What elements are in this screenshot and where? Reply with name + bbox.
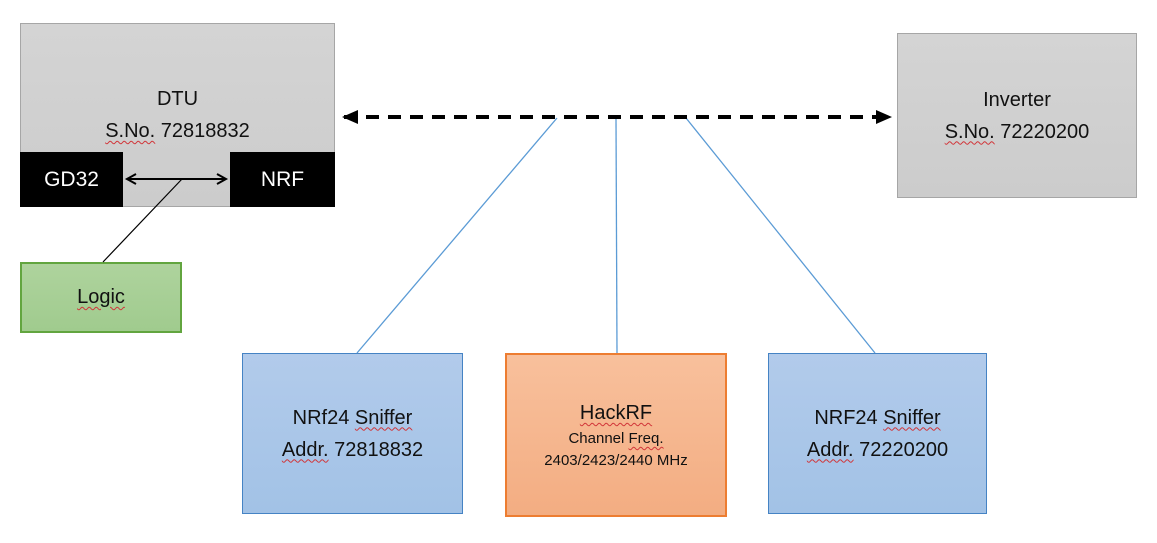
nrf-box: NRF bbox=[230, 152, 335, 207]
sniffer2-addr: Addr. 72220200 bbox=[807, 434, 948, 466]
gd32-box: GD32 bbox=[20, 152, 123, 207]
sniffer2-box: NRF24 Sniffer Addr. 72220200 bbox=[768, 353, 987, 514]
inverter-serial-value: 72220200 bbox=[994, 120, 1090, 143]
sniffer2-addr-value: 72220200 bbox=[853, 438, 949, 461]
sniffer1-title-word: Sniffer bbox=[354, 406, 413, 429]
bus-to-sniffer1-line bbox=[356, 117, 558, 354]
dtu-title: DTU bbox=[156, 88, 199, 110]
hackrf-freq-prefix: Channel bbox=[568, 430, 629, 447]
hackrf-box: HackRF Channel Freq. 2403/2423/2440 MHz bbox=[505, 353, 727, 517]
dtu-serial-label: S.No. bbox=[105, 120, 156, 142]
nrf-label: NRF bbox=[260, 167, 305, 191]
sniffer1-addr-label: Addr. bbox=[281, 438, 329, 461]
dtu-serial: S.No. 72818832 bbox=[105, 115, 250, 147]
logic-label: Logic bbox=[77, 286, 125, 308]
sniffer2-title-prefix: NRF24 bbox=[814, 406, 884, 429]
sniffer1-title-prefix: NRf24 bbox=[292, 406, 355, 429]
sniffer1-addr: Addr. 72818832 bbox=[282, 434, 423, 466]
hackrf-freq-word: Freq. bbox=[628, 430, 664, 447]
bus-to-hackrf-line bbox=[615, 117, 618, 354]
sniffer1-addr-value: 72818832 bbox=[328, 438, 424, 461]
sniffer2-title: NRF24 Sniffer bbox=[814, 402, 940, 434]
gd32-label: GD32 bbox=[44, 167, 99, 191]
hackrf-channel-freq: Channel Freq. bbox=[568, 428, 663, 450]
hackrf-title: HackRF bbox=[579, 402, 653, 424]
inverter-serial-label: S.No. bbox=[944, 120, 995, 143]
hackrf-freq-values: 2403/2423/2440 MHz bbox=[544, 452, 688, 469]
sniffer1-box: NRf24 Sniffer Addr. 72818832 bbox=[242, 353, 463, 514]
inverter-serial: S.No. 72220200 bbox=[945, 116, 1090, 148]
sniffer2-title-word: Sniffer bbox=[883, 406, 941, 429]
inverter-box: Inverter S.No. 72220200 bbox=[897, 33, 1137, 198]
bus-to-sniffer2-line bbox=[685, 117, 876, 354]
sniffer1-title: NRf24 Sniffer bbox=[293, 402, 413, 434]
dtu-serial-value: 72818832 bbox=[155, 120, 250, 142]
inverter-title: Inverter bbox=[983, 88, 1051, 111]
logic-box: Logic bbox=[20, 262, 182, 333]
sniffer2-addr-label: Addr. bbox=[806, 438, 854, 461]
